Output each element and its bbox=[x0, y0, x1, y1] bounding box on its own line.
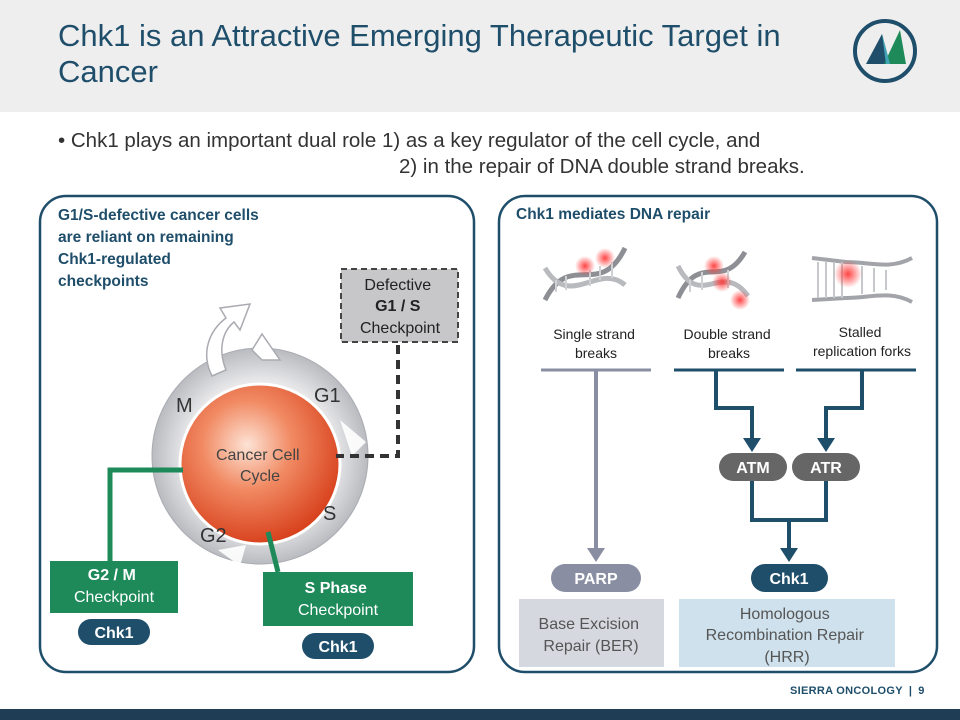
right-panel-title: Chk1 mediates DNA repair bbox=[516, 206, 710, 223]
g2m-checkpoint-box bbox=[50, 561, 178, 613]
left-title-line: checkpoints bbox=[58, 273, 148, 290]
atr-label: ATR bbox=[810, 460, 842, 477]
right-panel-frame bbox=[497, 194, 939, 674]
chk1-arrowhead bbox=[780, 548, 798, 562]
chk1-left-label: Chk1 bbox=[94, 625, 133, 642]
chk1-repair-label: Chk1 bbox=[769, 571, 808, 588]
dsb-arrowhead bbox=[743, 438, 761, 452]
g2m-connector bbox=[107, 467, 183, 562]
fork-arrowhead bbox=[817, 438, 835, 452]
atm-label: ATM bbox=[736, 460, 769, 477]
defective-connector bbox=[336, 345, 400, 458]
dna-stalled-fork-icon bbox=[811, 256, 913, 304]
page-number: 9 bbox=[918, 685, 925, 697]
footer-separator: | bbox=[908, 685, 913, 697]
atm-atr-to-chk1-arrow bbox=[750, 480, 828, 548]
cycle-arrow bbox=[251, 332, 282, 361]
chk1-pill-left bbox=[78, 619, 150, 645]
header-band bbox=[0, 0, 960, 112]
hrr-label: Homologous Recombination Repair (HRR) bbox=[706, 606, 869, 666]
defective-checkpoint-label: Defective G1 / S Checkpoint bbox=[360, 277, 441, 337]
g2m-checkpoint-label: G2 / M Checkpoint bbox=[74, 567, 155, 606]
atr-pill bbox=[792, 453, 860, 481]
footer: SIERRA ONCOLOGY | 9 bbox=[790, 685, 925, 697]
bullet-line-1: Chk1 plays an important dual role 1) as … bbox=[70, 129, 761, 152]
bullet-line-2: 2) in the repair of DNA double strand br… bbox=[399, 155, 805, 178]
ber-label: Base Excision Repair (BER) bbox=[539, 616, 644, 655]
bullet-text: • Chk1 plays an important dual role 1) a… bbox=[58, 129, 805, 178]
ring-notch bbox=[340, 420, 366, 456]
fork-to-atr-arrow bbox=[824, 371, 864, 438]
phase-m-label: M bbox=[176, 395, 193, 417]
defective-checkpoint-box bbox=[340, 268, 459, 343]
left-title-line: G1/S-defective cancer cells bbox=[58, 207, 259, 224]
cancer-cell bbox=[178, 382, 342, 546]
chk1-right-label: Chk1 bbox=[318, 639, 357, 656]
phase-g1-label: G1 bbox=[314, 385, 341, 407]
sierra-logo-icon bbox=[853, 19, 917, 83]
ber-box bbox=[519, 599, 664, 667]
atm-pill bbox=[719, 453, 787, 481]
single-strand-label: Single strand breaks bbox=[553, 326, 639, 361]
page-title: Chk1 is an Attractive Emerging Therapeut… bbox=[58, 18, 781, 89]
phase-g2-label: G2 bbox=[200, 525, 227, 547]
cycle-exit-arrow bbox=[205, 303, 252, 377]
cycle-center-label: Cancer Cell Cycle bbox=[216, 447, 304, 485]
bottom-bar bbox=[0, 709, 960, 720]
parp-pill bbox=[551, 564, 641, 592]
ring-notch bbox=[218, 545, 246, 566]
chk1-pill-repair bbox=[751, 564, 828, 592]
dna-single-break-icon bbox=[542, 246, 628, 302]
ssb-arrowhead bbox=[587, 548, 605, 562]
left-title-line: are reliant on remaining bbox=[58, 229, 234, 246]
left-panel-title: G1/S-defective cancer cells are reliant … bbox=[58, 207, 263, 290]
s-phase-checkpoint-box bbox=[263, 572, 413, 626]
dna-double-break-icon bbox=[675, 250, 751, 310]
chk1-pill-right bbox=[302, 633, 374, 659]
dsb-to-atm-arrow bbox=[714, 371, 754, 438]
stalled-forks-label: Stalled replication forks bbox=[813, 324, 911, 359]
company-name: SIERRA ONCOLOGY bbox=[790, 685, 903, 697]
left-title-line: Chk1-regulated bbox=[58, 251, 171, 268]
hrr-box bbox=[679, 599, 895, 667]
phase-s-label: S bbox=[323, 503, 336, 525]
s-phase-checkpoint-label: S Phase Checkpoint bbox=[298, 580, 379, 619]
parp-label: PARP bbox=[574, 571, 618, 588]
double-strand-label: Double strand breaks bbox=[683, 326, 774, 361]
s-phase-connector bbox=[265, 531, 281, 573]
left-panel-frame bbox=[38, 194, 476, 674]
